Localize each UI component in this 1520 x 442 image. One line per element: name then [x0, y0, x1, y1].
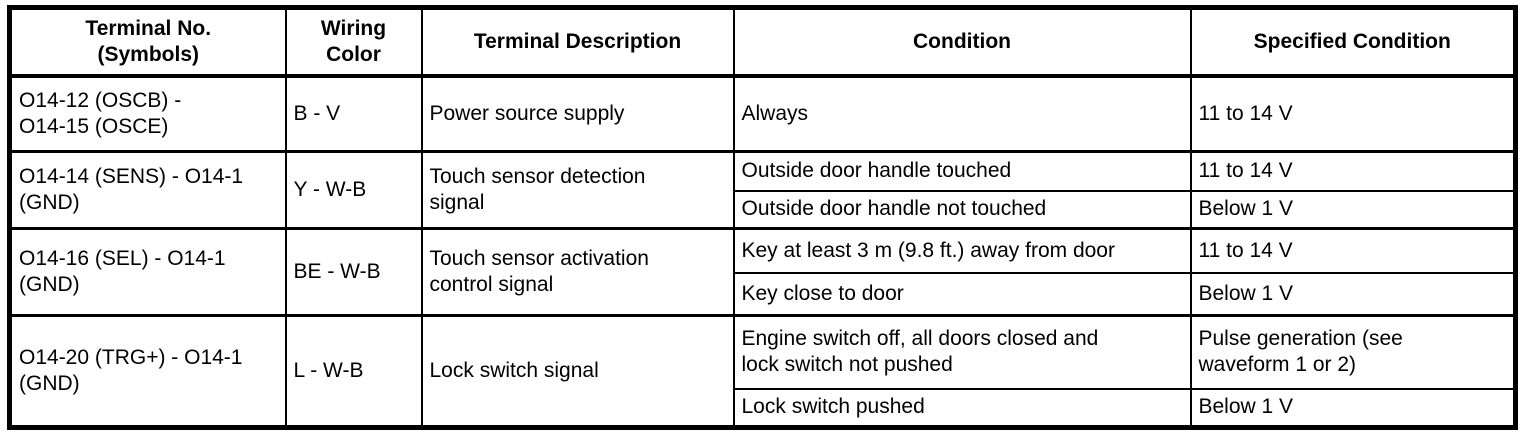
col-header-terminal-no: Terminal No. (Symbols): [8, 6, 287, 78]
cell-terminal-description: Power source supply: [420, 74, 735, 153]
table-row: O14-20 (TRG+) - O14-1 (GND) L - W-B Lock…: [8, 314, 1517, 429]
table-row: O14-16 (SEL) - O14-1 (GND) BE - W-B Touc…: [8, 227, 1517, 317]
cell-wiring-color: BE - W-B: [284, 227, 423, 317]
cell-condition: Outside door handle touched: [732, 150, 1192, 192]
terminal-spec-table: Terminal No. (Symbols) Wiring Color Term…: [7, 5, 1518, 430]
cell-wiring-color: Y - W-B: [284, 150, 423, 230]
cell-terminal-description: Lock switch signal: [420, 314, 735, 429]
cell-wiring-color: L - W-B: [284, 314, 423, 429]
table-row: O14-12 (OSCB) - O14-15 (OSCE) B - V Powe…: [8, 74, 1517, 153]
cell-specified-condition: 11 to 14 V: [1189, 150, 1517, 192]
cell-terminal-description: Touch sensor activation control signal: [420, 227, 735, 317]
cell-specified-condition: Below 1 V: [1189, 271, 1517, 317]
cell-terminal-no: O14-14 (SENS) - O14-1 (GND): [8, 150, 287, 230]
cell-specified-condition: 11 to 14 V: [1189, 74, 1517, 153]
table-subrow: Outside door handle not touched Below 1 …: [10, 189, 1517, 230]
col-header-condition: Condition: [732, 6, 1192, 78]
table-subrow: Lock switch pushed Below 1 V: [10, 387, 1517, 429]
cell-specified-condition: Below 1 V: [1189, 189, 1517, 230]
header-row: Terminal No. (Symbols) Wiring Color Term…: [8, 6, 1517, 78]
cell-specified-condition: 11 to 14 V: [1189, 227, 1517, 274]
cell-condition: Outside door handle not touched: [732, 189, 1192, 230]
col-header-wiring-color: Wiring Color: [284, 6, 423, 78]
cell-wiring-color: B - V: [284, 74, 423, 153]
cell-condition: Key close to door: [732, 271, 1192, 317]
cell-condition: Key at least 3 m (9.8 ft.) away from doo…: [732, 227, 1192, 274]
table-subrow: Key close to door Below 1 V: [10, 271, 1517, 317]
cell-terminal-no: O14-20 (TRG+) - O14-1 (GND): [8, 314, 287, 429]
col-header-specified-condition: Specified Condition: [1189, 6, 1517, 78]
cell-terminal-description: Touch sensor detection signal: [420, 150, 735, 230]
cell-terminal-no: O14-12 (OSCB) - O14-15 (OSCE): [8, 74, 287, 153]
cell-terminal-no: O14-16 (SEL) - O14-1 (GND): [8, 227, 287, 317]
table-row: O14-14 (SENS) - O14-1 (GND) Y - W-B Touc…: [8, 150, 1517, 230]
cell-specified-condition: Pulse generation (see waveform 1 or 2): [1189, 314, 1517, 390]
cell-condition: Always: [732, 74, 1192, 153]
cell-condition: Lock switch pushed: [732, 387, 1192, 429]
cell-condition: Engine switch off, all doors closed and …: [732, 314, 1192, 390]
cell-specified-condition: Below 1 V: [1189, 387, 1517, 429]
col-header-terminal-description: Terminal Description: [420, 6, 735, 78]
